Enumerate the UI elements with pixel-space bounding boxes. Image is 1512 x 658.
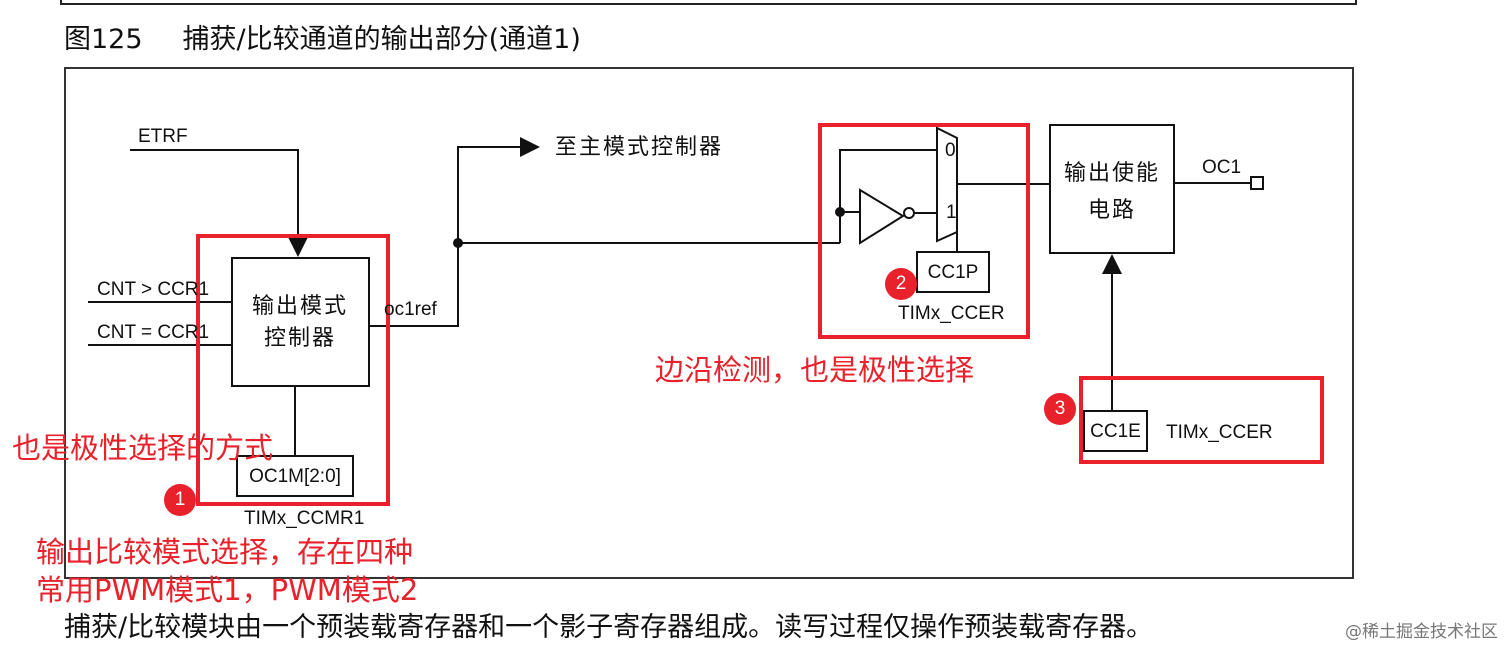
badge-1: 1 [164, 484, 196, 516]
cc1p-register-box [916, 251, 990, 293]
mux-in0-wire [839, 149, 937, 243]
cnt-eq-label: CNT = CCR1 [97, 322, 210, 343]
oc1-label: OC1 [1202, 157, 1242, 178]
note-polarity-method: 也是极性选择的方式 [12, 431, 274, 465]
cc1e-label: CC1E [1090, 421, 1141, 442]
output-mode-controller-block [231, 257, 370, 387]
to-master-label: 至主模式控制器 [555, 135, 724, 160]
footer-paragraph: 捕获/比较模块由一个预装载寄存器和一个影子寄存器组成。读写过程仅操作预装载寄存器… [64, 612, 1154, 643]
timx-ccer-label-b: TIMx_CCER [1166, 422, 1273, 443]
output-enable-block [1049, 124, 1175, 254]
cnt-gt-label: CNT > CCR1 [97, 279, 210, 300]
figure-title: 图125 捕获/比较通道的输出部分(通道1) [64, 17, 581, 56]
inverter-bubble [903, 207, 915, 219]
highlight-box-2 [818, 123, 1030, 339]
badge-2: 2 [885, 268, 917, 300]
timx-ccmr1-label: TIMx_CCMR1 [244, 508, 365, 529]
output-enable-line1: 输出使能 [1063, 161, 1160, 186]
watermark: @稀土掘金技术社区 [1345, 622, 1498, 642]
figure-number: 图125 [64, 24, 143, 55]
highlight-box-3 [1079, 376, 1324, 464]
cc1p-label: CC1P [927, 262, 979, 283]
badge-3: 3 [1044, 393, 1076, 425]
output-mode-controller-line1: 输出模式 [251, 294, 348, 319]
output-mode-controller-line2: 控制器 [263, 326, 336, 351]
figure-caption: 捕获/比较通道的输出部分(通道1) [182, 24, 581, 55]
oc1-pin [1250, 176, 1264, 190]
output-enable-line2: 电路 [1087, 198, 1136, 223]
etrf-label: ETRF [138, 126, 188, 147]
page-top-rule [60, 0, 1357, 5]
mux-input-0: 0 [945, 140, 956, 161]
oc1m-register-box [236, 455, 354, 497]
timx-ccer-label-a: TIMx_CCER [898, 303, 1005, 324]
to-master-wire [457, 137, 540, 243]
inverter-symbol [859, 188, 905, 245]
cc1e-register-box [1083, 410, 1148, 452]
note-compare-mode-line1: 输出比较模式选择，存在四种 [36, 535, 414, 569]
oc1ref-wire [369, 243, 459, 327]
note-edge-detection: 边沿检测，也是极性选择 [655, 353, 975, 387]
etrf-wire [130, 149, 308, 257]
diagram-frame [64, 67, 1354, 579]
branch-dot-master [453, 238, 463, 248]
mux-input-1: 1 [946, 202, 957, 223]
highlight-box-1 [196, 234, 390, 506]
oc1ref-label: oc1ref [384, 299, 437, 320]
oc1m-label: OC1M[2:0] [249, 466, 341, 487]
branch-dot-mux [835, 207, 845, 217]
note-compare-mode-line2: 常用PWM模式1，PWM模式2 [36, 573, 419, 607]
